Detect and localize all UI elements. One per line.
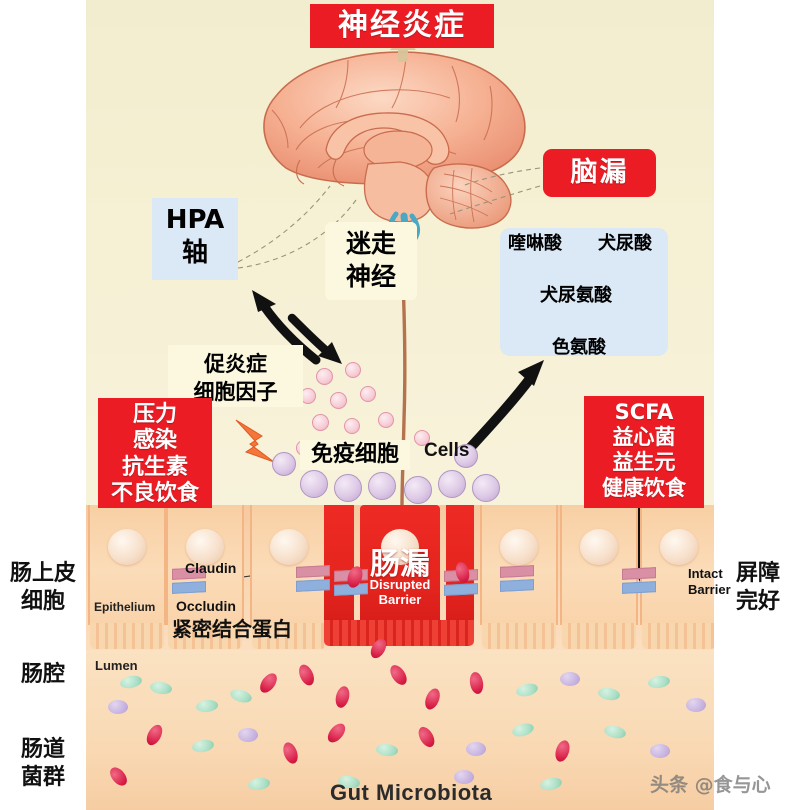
neuroinflammation-title-box: 神经炎症: [310, 4, 494, 48]
lumen-cn-label: 肠腔: [20, 662, 65, 687]
tight-junction-intact: [622, 567, 656, 594]
lumen-label: Lumen: [95, 658, 138, 673]
bacterium: [466, 742, 486, 756]
vagus-nerve-box: 迷走 神经: [325, 222, 417, 300]
cytokine-particle: [345, 362, 361, 378]
bacterium: [108, 700, 128, 714]
immune-cell: [334, 474, 362, 502]
villi: [482, 623, 556, 649]
cytokine-particle: [312, 414, 329, 431]
tight-junction-claudin-occludin: [296, 565, 330, 592]
immune-cell: [272, 452, 296, 476]
villi: [252, 623, 326, 649]
hpa-axis-box: HPA 轴: [152, 198, 238, 280]
cytokine-particle: [344, 418, 360, 434]
brain-leak-box: 脑漏: [543, 149, 656, 197]
epithelial-cell-column: [250, 505, 328, 649]
immune-cell: [368, 472, 396, 500]
cell-nucleus: [381, 529, 419, 565]
left-margin: [0, 0, 86, 810]
immune-cell: [472, 474, 500, 502]
kynurenic-acid-label: 犬尿酸: [598, 233, 652, 254]
immune-cell: [438, 470, 466, 498]
gut-microbiota-label: Gut Microbiota: [330, 780, 493, 805]
epithelial-cell-column: [640, 505, 718, 649]
bacterium: [686, 698, 706, 712]
damaged-epithelium: [324, 505, 354, 623]
cell-nucleus: [270, 529, 308, 565]
kynurenine-pathway-box: [500, 228, 668, 356]
intact-barrier-label: Intact Barrier: [688, 566, 731, 598]
gut-microbiota-cn-label: 肠道 菌群: [20, 737, 65, 790]
watermark: 头条 @食与心: [650, 774, 771, 796]
cell-nucleus: [500, 529, 538, 565]
bacterium: [238, 728, 258, 742]
cell-nucleus: [660, 529, 698, 565]
disrupted-barrier-label: Disrupted Barrier: [369, 577, 431, 607]
immune-cell: [300, 470, 328, 498]
proinflammatory-cytokine-box: 促炎症 细胞因子: [168, 345, 303, 407]
right-margin: [714, 0, 800, 810]
leaky-gut-label: 肠漏: [370, 547, 430, 582]
cytokine-particle: [378, 412, 394, 428]
kynurenine-label: 犬尿氨酸: [540, 285, 612, 306]
cytokine-particle: [316, 368, 333, 385]
barrier-intact-cn-label: 屏障 完好: [735, 561, 780, 614]
quinolinic-acid-label: 喹啉酸: [508, 233, 562, 254]
tight-junction-protein-label: 紧密结合蛋白: [172, 617, 292, 641]
cytokine-particle: [414, 430, 430, 446]
claudin-label: Claudin: [185, 560, 237, 576]
epithelial-cell-column: [166, 505, 244, 649]
occludin-label: Occludin: [176, 598, 236, 614]
bacterium: [650, 744, 670, 758]
tight-junction-claudin-occludin: [500, 565, 534, 592]
beneficial-factors-box: SCFA 益心菌 益生元 健康饮食: [584, 396, 704, 508]
epithelial-cell-column: [480, 505, 558, 649]
villi: [168, 623, 242, 649]
villi: [642, 623, 716, 649]
epithelial-cell-column: [560, 505, 638, 649]
epithelium-label: Epithelium: [94, 600, 156, 614]
risk-factors-box: 压力 感染 抗生素 不良饮食: [98, 398, 212, 508]
cytokine-particle: [360, 386, 376, 402]
damaged-epithelium: [360, 505, 440, 625]
cell-nucleus: [108, 529, 146, 565]
immune-cell: [454, 444, 478, 468]
villi: [562, 623, 636, 649]
cytokine-particle: [330, 392, 347, 409]
immune-cell: [404, 476, 432, 504]
intestinal-epithelial-cells-label: 肠上皮 细胞: [9, 561, 76, 614]
tryptophan-label: 色氨酸: [552, 337, 606, 358]
villi-damaged: [324, 620, 474, 646]
bacterium: [454, 770, 474, 784]
cells-label: Cells: [424, 440, 470, 461]
villi: [90, 623, 164, 649]
epithelial-cell-column: [88, 505, 166, 649]
cell-nucleus: [186, 529, 224, 565]
immune-cells-label: 免疫细胞: [300, 440, 410, 470]
bacterium: [560, 672, 580, 686]
cell-nucleus: [580, 529, 618, 565]
